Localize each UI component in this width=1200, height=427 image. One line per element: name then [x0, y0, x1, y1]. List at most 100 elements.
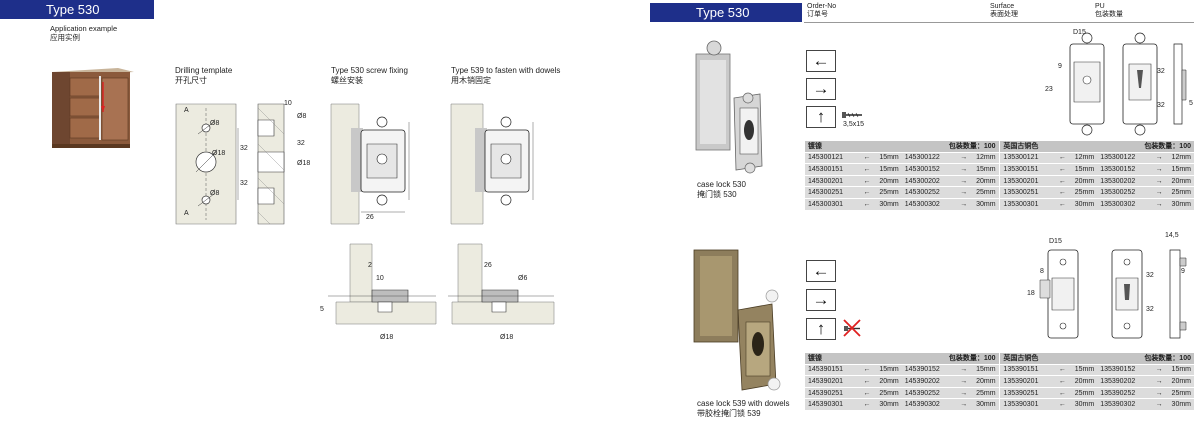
direction-icon: ←: [1054, 152, 1071, 165]
order-no: 135390301: [1000, 398, 1055, 411]
direction-icon: →: [1150, 186, 1168, 199]
dim-5: 5: [320, 306, 324, 313]
length: 30mm: [971, 198, 999, 211]
order-no: 145300152: [901, 163, 956, 176]
length: 30mm: [971, 398, 999, 411]
p1-dim-5: 5: [1189, 100, 1193, 107]
order-no: 135300121: [1000, 152, 1055, 165]
direction-icon: ←: [1054, 387, 1071, 400]
direction-icon: ←: [858, 163, 876, 176]
direction-icon: →: [955, 398, 972, 411]
column-gap: [998, 353, 1001, 365]
screw-size: 3,5x15: [843, 121, 865, 128]
dim-d18-dowel: Ø18: [500, 334, 514, 341]
order-en: Order-No: [807, 3, 837, 10]
p2-dim-32a: 32: [1146, 272, 1154, 279]
direction-icon: →: [1150, 175, 1168, 188]
length: 12mm: [971, 152, 999, 165]
length: 12mm: [1070, 152, 1098, 165]
direction-icon: ←: [858, 186, 876, 199]
dim-d18-section: Ø18: [297, 160, 311, 167]
dim-d8-bottom: Ø8: [210, 190, 220, 197]
pu-right: 包装数量：100: [1070, 353, 1194, 365]
p2-dim-8: 8: [1040, 268, 1044, 275]
column-gap: [998, 141, 1001, 153]
length: 30mm: [1167, 398, 1194, 411]
dim-32-section: 32: [297, 140, 305, 147]
product1-caption-en: case lock 530: [697, 180, 746, 189]
screw-fixing-drawing: [331, 104, 421, 224]
order-no: 135390201: [1000, 375, 1055, 388]
header-pu: PU 包装数量: [1095, 3, 1123, 19]
length: 15mm: [1070, 364, 1098, 377]
direction-icon: →: [955, 387, 972, 400]
direction-icon: ←: [1054, 364, 1071, 377]
direction-icon: →: [955, 186, 972, 199]
dowel-fixing-caption: Type 539 to fasten with dowels 用木销固定: [451, 66, 560, 86]
p1-dim-32a: 32: [1157, 68, 1165, 75]
application-en: Application example: [50, 24, 118, 33]
column-gap: [998, 364, 1001, 377]
dowel-en: Type 539 to fasten with dowels: [451, 66, 561, 75]
screw-fixing-caption: Type 530 screw fixing 螺丝安装: [331, 66, 408, 86]
direction-icon: →: [1150, 375, 1168, 388]
dim-d18: Ø18: [212, 150, 226, 157]
dim-10-section: 10: [376, 275, 384, 282]
column-gap: [998, 398, 1001, 411]
order-no: 145390152: [901, 364, 956, 377]
direction-icon: ←: [1054, 175, 1071, 188]
length: 20mm: [875, 175, 902, 188]
product1-caption-cn: 掩门锁 530: [697, 190, 737, 199]
order-no: 145300302: [901, 198, 956, 211]
drilling-en: Drilling template: [175, 66, 233, 75]
order-no: 135390202: [1097, 375, 1151, 388]
column-gap: [998, 198, 1001, 211]
pu-right: 包装数量：100: [1070, 141, 1194, 153]
direction-icon: →: [1150, 163, 1168, 176]
type-label-right: Type 530: [650, 3, 802, 22]
column-gap: [998, 163, 1001, 176]
product2-arrow-left-icon: ←: [806, 260, 836, 282]
product2-caption: case lock 539 with dowels 带胶栓掩门锁 539: [697, 399, 790, 419]
order-no: 145390151: [805, 364, 859, 377]
length: 20mm: [1070, 375, 1098, 388]
order-no: 135300301: [1000, 198, 1055, 211]
length: 15mm: [971, 163, 999, 176]
header-rule: [804, 22, 1194, 23]
length: 15mm: [1070, 163, 1098, 176]
column-gap: [998, 387, 1001, 400]
length: 15mm: [1167, 364, 1194, 377]
order-no: 135300251: [1000, 186, 1055, 199]
direction-icon: →: [1150, 398, 1168, 411]
length: 25mm: [1070, 387, 1098, 400]
dim-a-bottom: A: [184, 210, 189, 217]
drilling-template-section: [258, 104, 294, 224]
p1-dim-32b: 32: [1157, 102, 1165, 109]
screw-cn: 螺丝安装: [331, 76, 363, 85]
application-cn: 应用实例: [50, 33, 80, 42]
dim-26-screw: 26: [366, 214, 374, 221]
order-cn: 订单号: [807, 11, 828, 18]
product2-drawing-side: [1168, 240, 1190, 348]
product1-drawing-front: [1062, 30, 1112, 138]
direction-icon: ←: [858, 387, 876, 400]
screw-icon: [842, 112, 862, 118]
drilling-template-caption: Drilling template 开孔尺寸: [175, 66, 232, 86]
order-no: 145300202: [901, 175, 956, 188]
order-no: 135390151: [1000, 364, 1055, 377]
order-no: 135390252: [1097, 387, 1151, 400]
dowel-cn: 用木销固定: [451, 76, 491, 85]
drilling-template-front: [176, 104, 236, 224]
length: 20mm: [1167, 175, 1194, 188]
screw-en: Type 530 screw fixing: [331, 66, 408, 75]
length: 30mm: [875, 398, 902, 411]
order-no: 135300302: [1097, 198, 1151, 211]
order-no: 145390301: [805, 398, 859, 411]
dim-d8-top: Ø8: [210, 120, 220, 127]
direction-icon: →: [955, 163, 972, 176]
order-no: 135300201: [1000, 175, 1055, 188]
